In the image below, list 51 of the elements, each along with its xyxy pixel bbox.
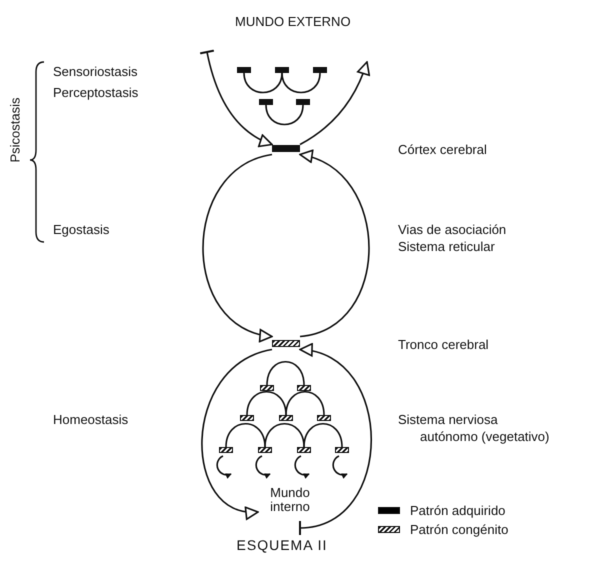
solid-pattern-bar <box>259 99 273 105</box>
connector-arc <box>243 72 283 94</box>
arrow <box>298 345 372 536</box>
legend-label: Patrón congénito <box>410 522 508 537</box>
label: Egostasis <box>53 222 110 238</box>
loop-arrow <box>332 455 348 479</box>
arrow <box>299 151 370 338</box>
connector-arc <box>303 423 343 448</box>
connector-arc <box>281 72 321 94</box>
connector-arc <box>266 361 305 386</box>
hatched-pattern-bar <box>297 447 311 453</box>
connector-arc <box>246 390 287 416</box>
hatched-pattern-bar <box>240 415 254 421</box>
loop-arrow <box>216 455 232 479</box>
legend-label: Patrón adquirido <box>410 503 506 518</box>
caption: ESQUEMA II <box>236 537 328 553</box>
solid-pattern-bar <box>296 99 310 105</box>
label: Córtex cerebral <box>398 142 487 158</box>
hatched-pattern-bar <box>219 447 233 453</box>
solid-pattern-bar <box>272 144 300 152</box>
label: Sistema nerviosa <box>398 412 498 428</box>
label: Homeostasis <box>53 412 128 428</box>
hatched-pattern-bar <box>335 447 349 453</box>
arrow <box>202 154 273 341</box>
label: Sensoriostasis <box>53 64 138 80</box>
hatched-pattern-bar <box>317 415 331 421</box>
label: Psicostasis <box>8 97 24 163</box>
connector-arc <box>265 104 304 126</box>
solid-pattern-bar <box>237 67 251 73</box>
hatched-pattern-bar <box>279 415 293 421</box>
hatched-pattern-bar <box>258 447 272 453</box>
hatched-pattern-bar <box>272 340 300 346</box>
label: Sistema reticular <box>398 239 495 255</box>
connector-arc <box>285 391 325 416</box>
arrow <box>300 61 370 146</box>
region-label: Mundo interno <box>262 486 318 514</box>
label: autónomo (vegetativo) <box>420 429 550 445</box>
solid-pattern-bar <box>313 67 327 73</box>
loop-arrow <box>255 455 271 479</box>
label: Tronco cerebral <box>398 337 489 353</box>
connector-arc <box>264 422 305 448</box>
label: Perceptostasis <box>53 85 138 101</box>
arrow <box>201 348 272 518</box>
label: MUNDO EXTERNO <box>235 14 351 30</box>
loop-arrow <box>294 455 310 479</box>
label: Vias de asociación <box>398 222 506 238</box>
connector-arc <box>225 422 266 448</box>
hatched-pattern-bar <box>260 385 274 391</box>
hatched-pattern-bar <box>297 385 311 391</box>
arrow <box>199 49 273 147</box>
solid-pattern-bar <box>275 67 289 73</box>
